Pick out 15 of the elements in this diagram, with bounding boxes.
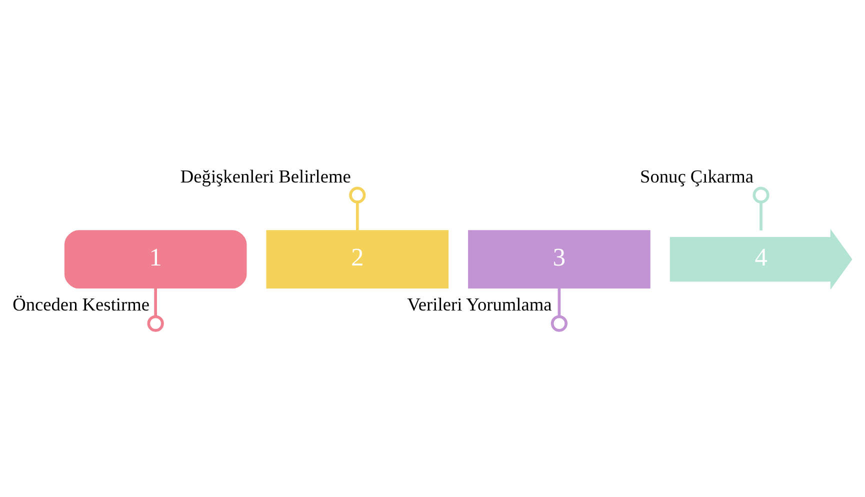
node-label: Verileri Yorumlama: [407, 294, 552, 314]
connector: [154, 288, 158, 316]
node-label: Önceden Kestirme: [12, 294, 150, 314]
node-circle: [349, 186, 366, 203]
connector: [356, 202, 359, 230]
node-label: Sonuç Çıkarma: [640, 166, 754, 186]
connector: [558, 288, 561, 316]
node-circle: [550, 314, 568, 332]
node-box: 1: [64, 230, 247, 288]
node-circle: [147, 314, 164, 332]
node-box: 2: [266, 230, 449, 288]
connector: [760, 202, 762, 230]
node-circle: [752, 186, 770, 203]
node-label: Değişkenleri Belirleme: [180, 166, 351, 186]
node-box: 3: [468, 230, 650, 288]
